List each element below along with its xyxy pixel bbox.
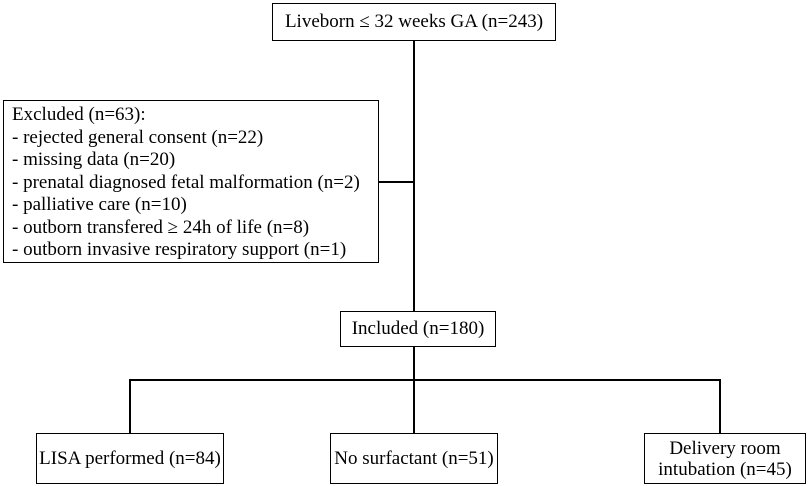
excluded-box: Excluded (n=63): - rejected general cons…	[3, 100, 379, 263]
excluded-item: - palliative care (n=10)	[12, 194, 187, 215]
intubation-label: Delivery room intubation (n=45)	[658, 438, 792, 480]
excluded-item: - outborn invasive respiratory support (…	[12, 239, 347, 260]
excluded-heading: Excluded (n=63):	[12, 104, 146, 125]
included-label: Included (n=180)	[351, 318, 485, 339]
connector-to-lisa	[129, 379, 131, 433]
intubation-label-line1: Delivery room	[669, 437, 781, 459]
excluded-item: - rejected general consent (n=22)	[12, 126, 264, 148]
excluded-item: - outborn transfered ≥ 24h of life (n=8)	[12, 216, 310, 238]
connector-to-excluded	[379, 181, 414, 183]
liveborn-label: Liveborn ≤ 32 weeks GA (n=243)	[284, 11, 544, 32]
excluded-item: - missing data (n=20)	[12, 149, 176, 170]
connector-to-nosurfactant	[413, 379, 415, 433]
excluded-item: - prenatal diagnosed fetal malformation …	[12, 171, 360, 193]
no-surfactant-box: No surfactant (n=51)	[330, 433, 498, 484]
liveborn-box: Liveborn ≤ 32 weeks GA (n=243)	[272, 3, 556, 41]
connector-to-intubation	[719, 379, 721, 433]
lisa-box: LISA performed (n=84)	[36, 433, 224, 484]
intubation-label-line2: intubation (n=45)	[658, 458, 792, 480]
connector-branch-horizontal	[129, 379, 720, 381]
connector-main-top	[413, 41, 415, 311]
connector-included-down	[413, 347, 415, 380]
lisa-label: LISA performed (n=84)	[39, 447, 221, 469]
included-box: Included (n=180)	[340, 311, 496, 347]
no-surfactant-label: No surfactant (n=51)	[334, 447, 494, 469]
intubation-box: Delivery room intubation (n=45)	[644, 433, 806, 484]
